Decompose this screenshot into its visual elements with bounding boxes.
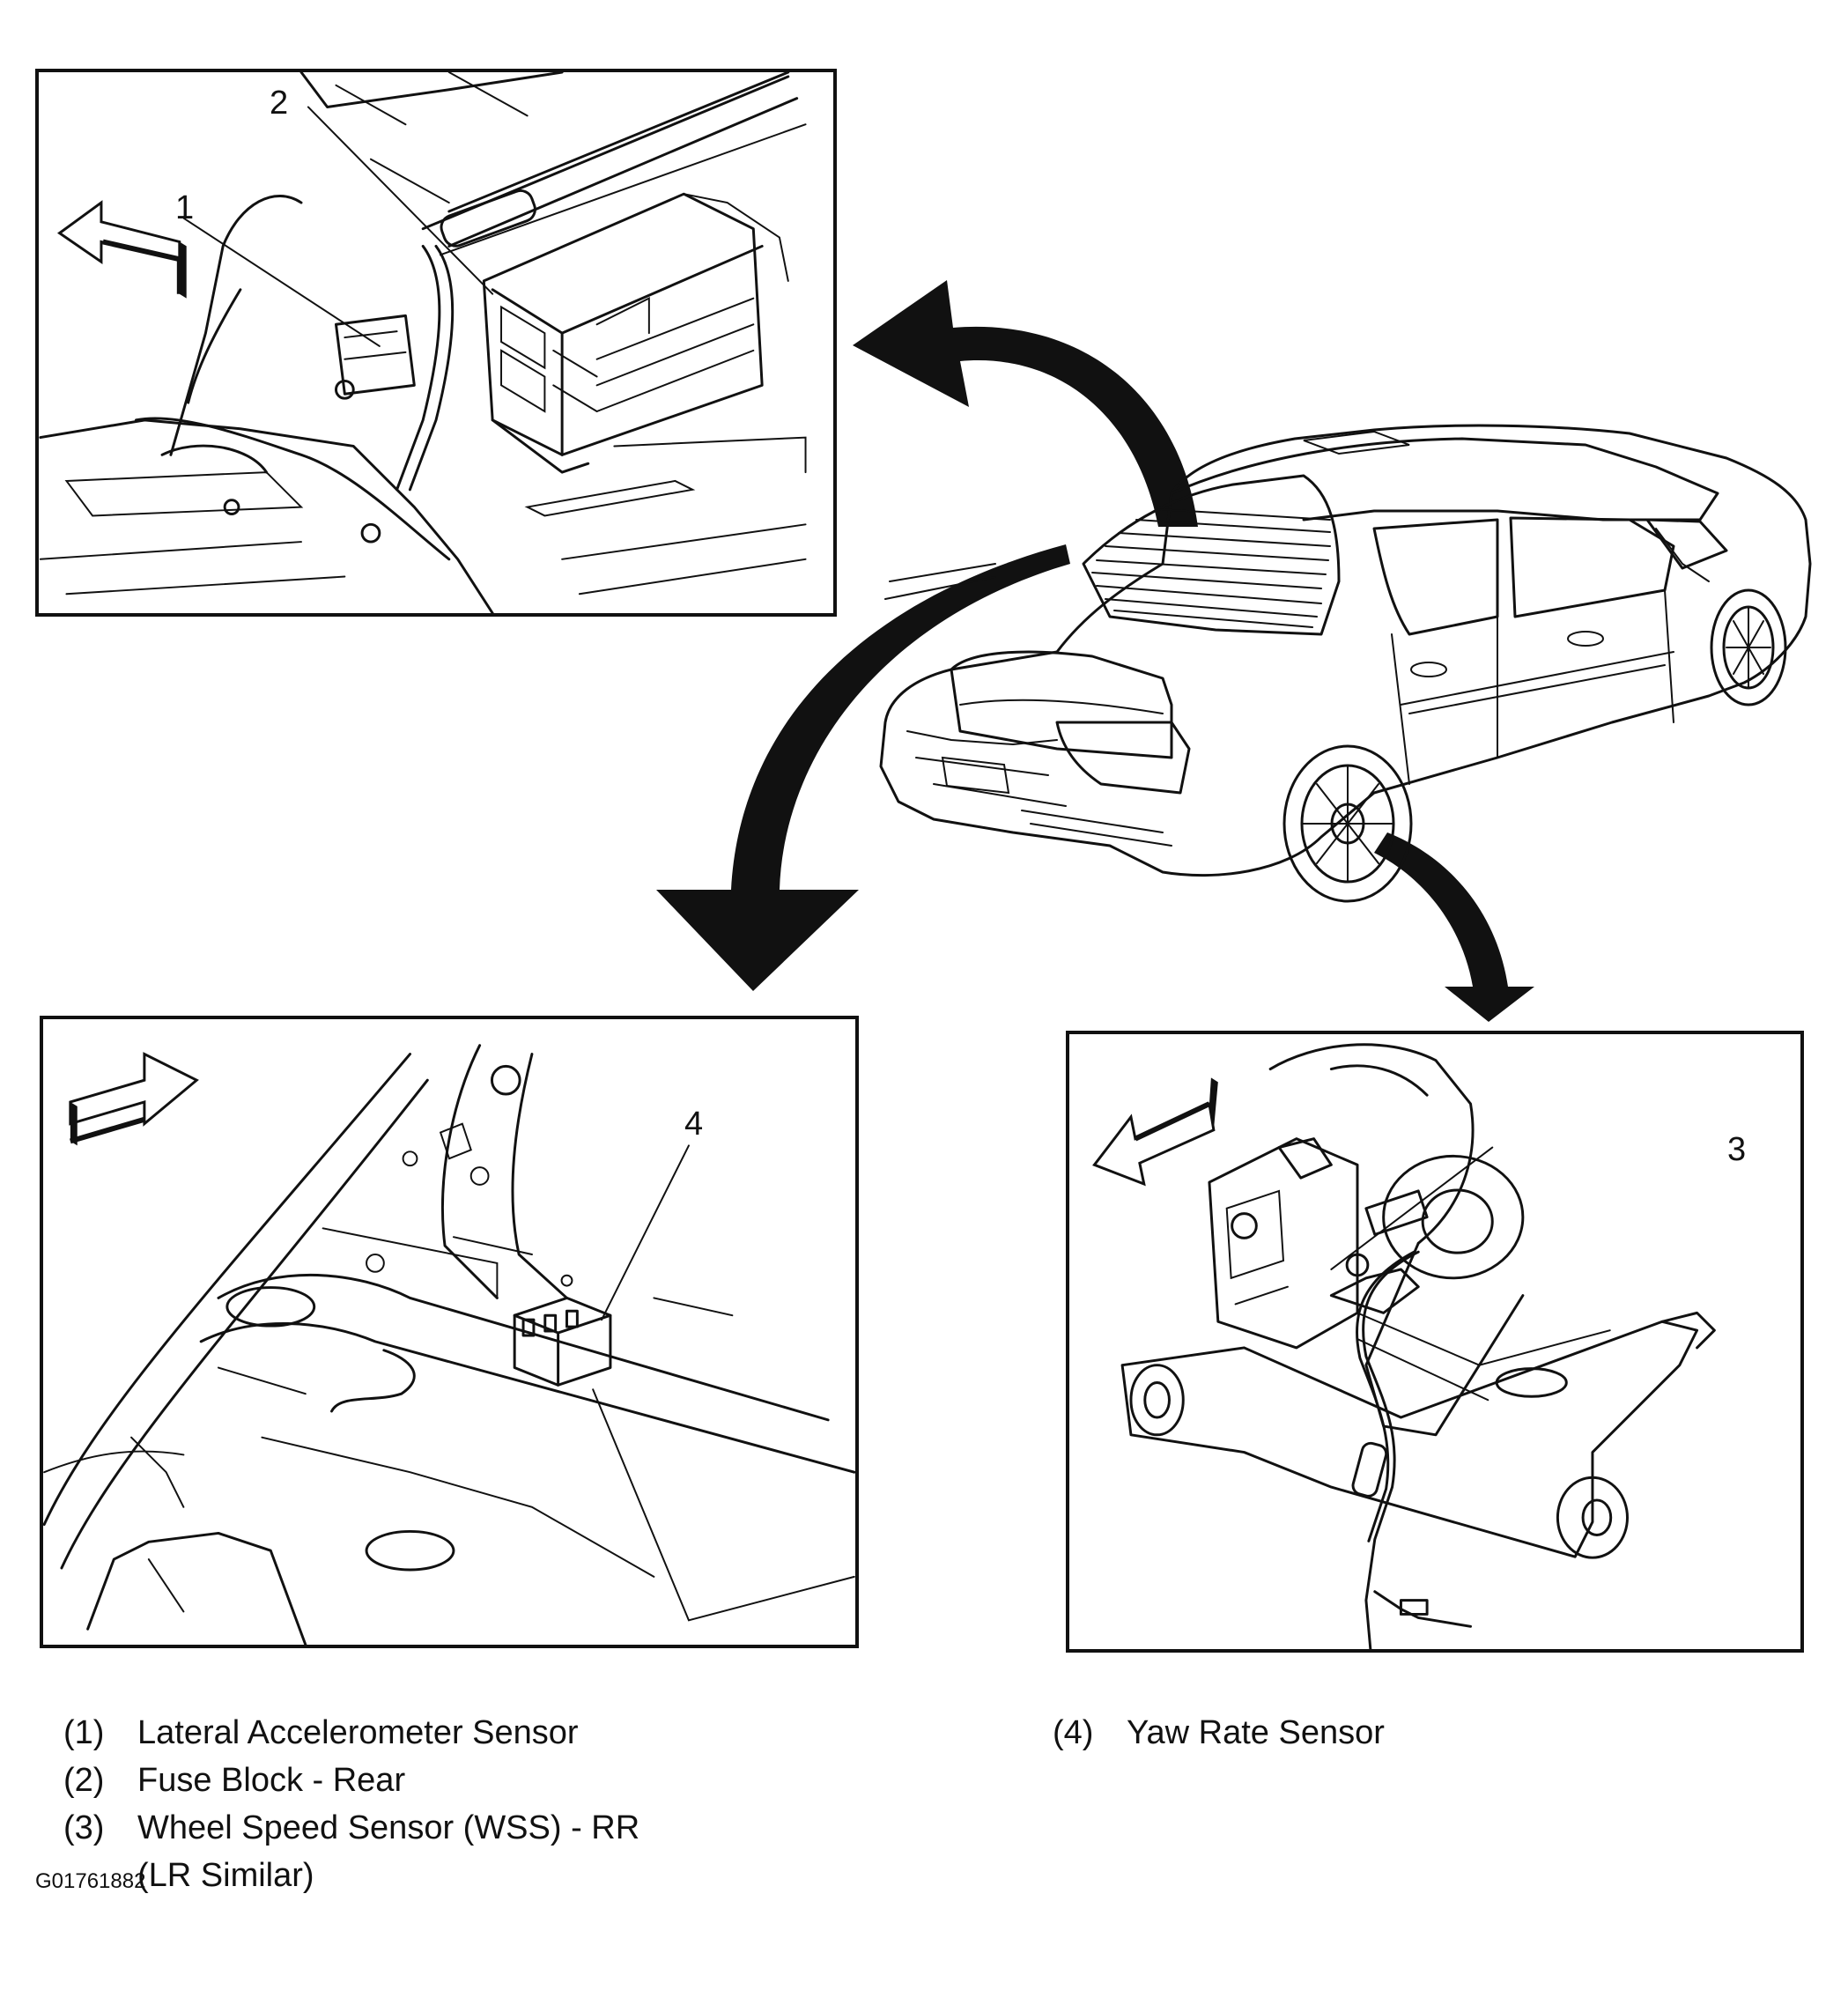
legend-number: (4) (1053, 1714, 1094, 1751)
leader-line-1 (182, 217, 381, 347)
wheel-speed-sensor-panel: 3 (1066, 1031, 1804, 1653)
curved-pointer-arrow-icon (656, 544, 1070, 991)
fuse-block-panel: 2 1 (35, 69, 837, 617)
curved-pointer-arrow-icon (853, 280, 1198, 527)
curved-pointer-arrow-icon (1374, 832, 1534, 1022)
legend-text: (LR Similar) (137, 1857, 314, 1894)
forward-arrow-icon (57, 200, 187, 299)
legend-text: Yaw Rate Sensor (1127, 1714, 1385, 1751)
legend-item-4: (4) Yaw Rate Sensor (1053, 1709, 1757, 1757)
legend-text: Lateral Accelerometer Sensor (137, 1714, 579, 1751)
callout-1: 1 (175, 189, 195, 226)
wheel-speed-sensor-detail-drawing (1092, 1043, 1716, 1649)
yaw-rate-sensor-panel: 4 (40, 1016, 859, 1648)
legend-text: Fuse Block - Rear (137, 1762, 406, 1799)
leader-line-3 (1330, 1146, 1494, 1270)
yaw-rate-sensor-detail-drawing (43, 1044, 855, 1645)
legend-left: (1) Lateral Accelerometer Sensor (2) Fus… (63, 1709, 944, 1899)
callout-2: 2 (270, 85, 289, 122)
legend-item-3-continued: (LR Similar) (63, 1852, 944, 1899)
lateral-accelerometer-sensor (334, 314, 416, 400)
legend-number: (3) (63, 1809, 105, 1846)
wheel-speed-sensor (1329, 1250, 1420, 1649)
leader-line-2 (307, 106, 494, 295)
yaw-rate-sensor (513, 1296, 612, 1387)
legend-item-3: (3) Wheel Speed Sensor (WSS) - RR (63, 1804, 944, 1852)
legend-number: (2) (63, 1762, 105, 1799)
fuse-block-detail-drawing (39, 72, 807, 613)
callout-4: 4 (684, 1106, 704, 1143)
forward-arrow-icon (1092, 1077, 1218, 1187)
figure-id: G01761882 (35, 1869, 146, 1893)
legend-right: (4) Yaw Rate Sensor (1053, 1709, 1757, 1757)
legend-text: Wheel Speed Sensor (WSS) - RR (137, 1809, 640, 1846)
vehicle-illustration (879, 424, 1812, 903)
legend-number: (1) (63, 1714, 105, 1751)
legend-item-2: (2) Fuse Block - Rear (63, 1757, 944, 1804)
legend-item-1: (1) Lateral Accelerometer Sensor (63, 1709, 944, 1757)
fuse-block-rear (482, 192, 789, 474)
callout-3: 3 (1727, 1131, 1747, 1168)
leader-line-4 (601, 1144, 690, 1321)
forward-arrow-icon (69, 1052, 199, 1146)
